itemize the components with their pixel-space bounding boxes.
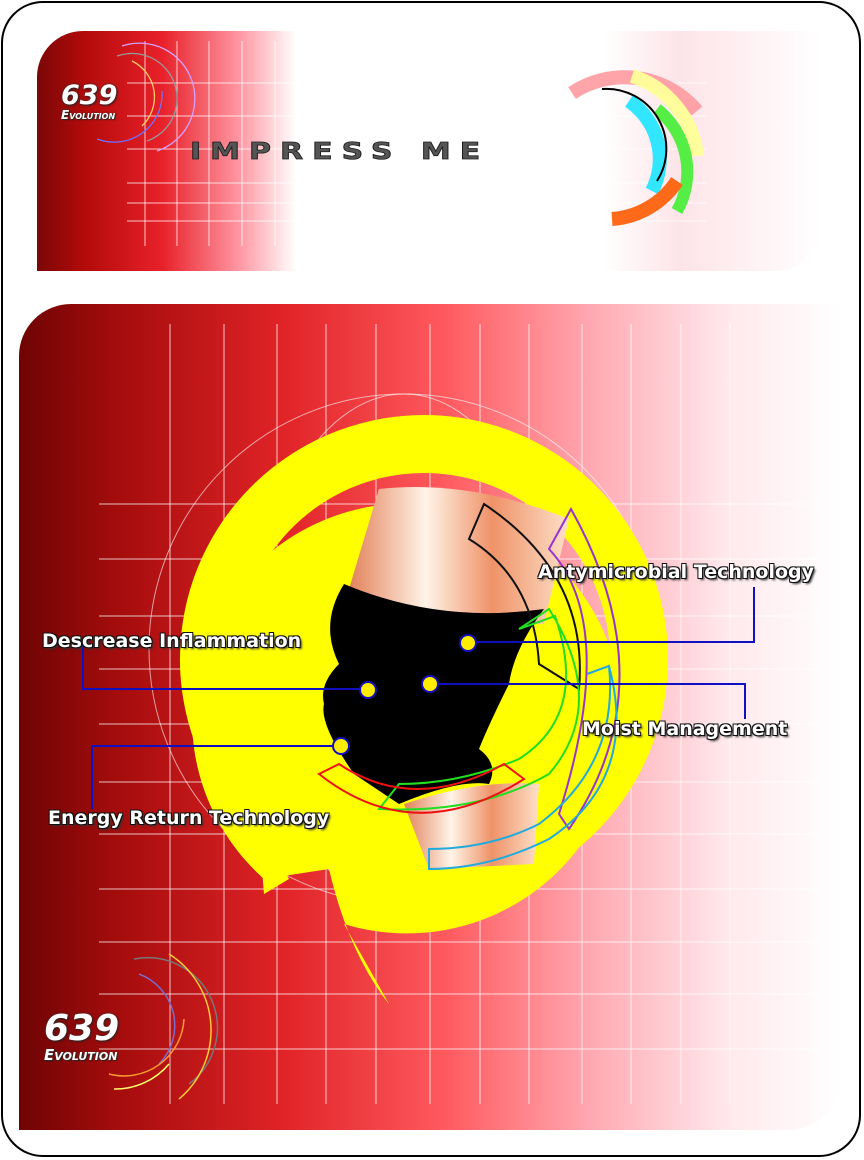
main-logo-number: 639: [44, 1008, 120, 1049]
knee-illustration: [82, 324, 819, 1104]
callout-inflammation: Descrease Inflammation: [42, 630, 302, 652]
callout-antimicrobial: Antymicrobial Technology: [538, 561, 815, 583]
main-panel: [19, 304, 841, 1130]
callout-dot: [421, 675, 439, 693]
page-title: IMPRESS ME: [189, 138, 490, 166]
knee-sleeve: [323, 584, 544, 804]
header-grid: [96, 41, 707, 246]
bottom-logo-arcs: [108, 953, 219, 1100]
callout-energy: Energy Return Technology: [48, 807, 330, 829]
callout-dot: [459, 634, 477, 652]
header-logo-subtitle: Evolution: [61, 108, 116, 122]
callout-dot: [332, 737, 350, 755]
callout-moist: Moist Management: [582, 718, 788, 740]
header-banner: [37, 31, 822, 271]
main-logo-subtitle: Evolution: [44, 1046, 118, 1064]
header-logo-number: 639: [61, 80, 118, 111]
callout-dot: [359, 681, 377, 699]
callout-lines: [82, 587, 755, 809]
